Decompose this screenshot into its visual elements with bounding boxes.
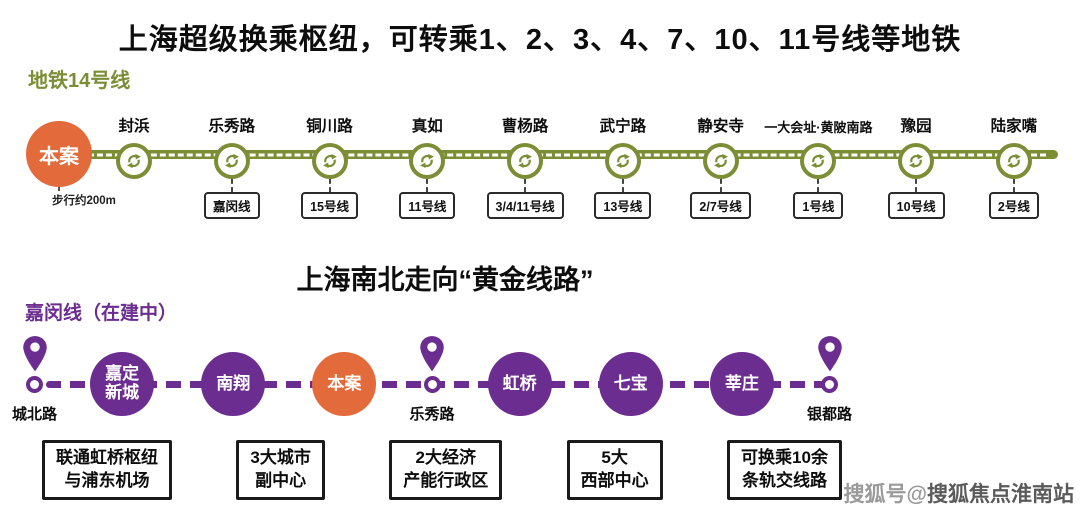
project-badge-line14: 本案 — [26, 121, 92, 187]
line14-map: 本案 步行约200m 封浜 乐秀路 嘉闵线 铜川路 15号线 真如 11号线 曹… — [0, 100, 1080, 230]
stop-label: 乐秀路 — [409, 406, 455, 423]
station-name: 铜川路 — [306, 118, 353, 135]
highlight-box: 5大 西部中心 — [566, 440, 663, 500]
metro-transfer-icon — [898, 143, 935, 179]
metro-transfer-icon — [702, 143, 739, 179]
transfer-line-badge: 3/4/11号线 — [486, 192, 564, 219]
metro-transfer-icon — [507, 143, 544, 179]
stop-dot — [26, 376, 43, 393]
transfer-connector — [230, 179, 233, 192]
watermark: 搜狐号@搜狐焦点淮南站 — [844, 478, 1074, 508]
metro-transfer-icon — [995, 143, 1032, 179]
line14-label: 地铁14号线 — [28, 70, 131, 92]
station-name: 武宁路 — [599, 118, 647, 135]
jiamin-stop-pin: 城北路 — [12, 330, 57, 435]
jiamin-stop-station: 南翔 — [201, 330, 266, 435]
station-name: 豫园 — [900, 118, 932, 135]
transfer-line-badge: 10号线 — [887, 192, 945, 219]
stop-dot — [423, 376, 441, 393]
transfer-line-badge: 2/7号线 — [690, 192, 751, 219]
transfer-line-badge: 13号线 — [594, 192, 652, 219]
jiamin-station-circle: 虹桥 — [487, 352, 552, 416]
jiamin-stop-station: 嘉定 新城 — [90, 330, 155, 435]
watermark-prefix: 搜狐号@ — [843, 483, 927, 506]
location-pin-icon — [817, 336, 842, 372]
jiamin-stop-station: 莘庄 — [709, 330, 774, 435]
highlight-box: 2大经济 产能行政区 — [389, 440, 503, 500]
jiamin-label: 嘉闵线（在建中） — [25, 303, 178, 324]
transfer-connector — [621, 179, 624, 192]
transfer-line-badge: 11号线 — [399, 192, 456, 219]
station-name: 真如 — [411, 118, 443, 135]
transfer-connector — [426, 179, 429, 192]
line14-station: 一大会址·黄陂南路 1号线 — [764, 100, 873, 230]
transfer-connector — [719, 179, 722, 192]
transfer-connector — [817, 179, 820, 192]
line14-stations: 封浜 乐秀路 嘉闵线 铜川路 15号线 真如 11号线 曹杨路 3/4/11号线… — [104, 100, 1044, 230]
jiamin-stop-station: 七宝 — [598, 330, 663, 435]
line14-station: 陆家嘴 2号线 — [984, 100, 1044, 230]
jiamin-title: 上海南北走向“黄金线路” — [296, 265, 594, 295]
line14-station: 曹杨路 3/4/11号线 — [486, 100, 564, 230]
station-name: 陆家嘴 — [990, 118, 1038, 135]
metro-transfer-icon — [800, 143, 837, 179]
transfer-line-badge: 嘉闵线 — [204, 192, 260, 219]
highlight-box: 联通虹桥枢纽 与浦东机场 — [42, 440, 172, 500]
line14-track — [58, 150, 1058, 159]
transfer-connector — [524, 179, 527, 192]
page-title: 上海超级换乘枢纽，可转乘1、2、3、4、7、10、11号线等地铁 — [118, 24, 962, 56]
jiamin-stop-pin: 乐秀路 — [410, 330, 455, 435]
jiamin-stop-pin: 银都路 — [807, 330, 852, 435]
highlight-box: 3大城市 副中心 — [236, 440, 325, 500]
metro-transfer-icon — [409, 143, 446, 179]
metro-transfer-icon — [213, 143, 250, 179]
line14-station: 铜川路 15号线 — [300, 100, 360, 230]
line14-station: 乐秀路 嘉闵线 — [202, 100, 262, 230]
project-badge-jiamin: 本案 — [312, 352, 377, 416]
transfer-connector — [1012, 179, 1015, 192]
transfer-connector — [915, 179, 918, 192]
transfer-line-badge: 1号线 — [793, 192, 844, 219]
jiamin-stop-origin: 本案 — [312, 330, 377, 435]
metro-transfer-icon — [116, 143, 152, 179]
line14-station: 静安寺 2/7号线 — [690, 100, 751, 230]
line14-station: 封浜 — [104, 100, 164, 230]
jiamin-station-circle: 莘庄 — [709, 352, 774, 416]
location-pin-icon — [420, 336, 444, 372]
stop-label: 城北路 — [12, 406, 58, 423]
stop-label: 银都路 — [807, 406, 853, 423]
station-name: 乐秀路 — [208, 118, 256, 135]
walk-distance-note: 步行约200m — [52, 195, 116, 207]
jiamin-stops: 城北路 嘉定 新城南翔本案乐秀路 虹桥七宝莘庄银都路 — [12, 330, 852, 435]
highlight-box: 可换乘10余 条轨交线路 — [727, 440, 842, 500]
transfer-connector — [328, 179, 331, 192]
watermark-name: 搜狐焦点淮南站 — [927, 483, 1074, 506]
stop-dot — [821, 376, 838, 393]
metro-transfer-icon — [311, 143, 348, 179]
jiamin-station-circle: 嘉定 新城 — [90, 352, 155, 416]
line14-station: 豫园 10号线 — [886, 100, 946, 230]
station-name: 曹杨路 — [501, 118, 549, 135]
station-name: 一大会址·黄陂南路 — [764, 120, 873, 135]
station-name: 静安寺 — [697, 118, 744, 135]
location-pin-icon — [22, 336, 47, 372]
jiamin-map: 城北路 嘉定 新城南翔本案乐秀路 虹桥七宝莘庄银都路 — [0, 330, 1080, 435]
jiamin-station-circle: 七宝 — [598, 352, 663, 416]
line14-station: 真如 11号线 — [397, 100, 457, 230]
jiamin-station-circle: 南翔 — [201, 352, 266, 416]
transfer-line-badge: 15号线 — [301, 192, 358, 219]
metro-transfer-icon — [604, 143, 641, 179]
jiamin-stop-station: 虹桥 — [487, 330, 552, 435]
transfer-line-badge: 2号线 — [988, 192, 1039, 219]
highlight-boxes: 联通虹桥枢纽 与浦东机场 3大城市 副中心 2大经济 产能行政区 5大 西部中心 可换乘… — [42, 440, 842, 500]
station-name: 封浜 — [118, 118, 150, 135]
line14-station: 武宁路 13号线 — [593, 100, 653, 230]
